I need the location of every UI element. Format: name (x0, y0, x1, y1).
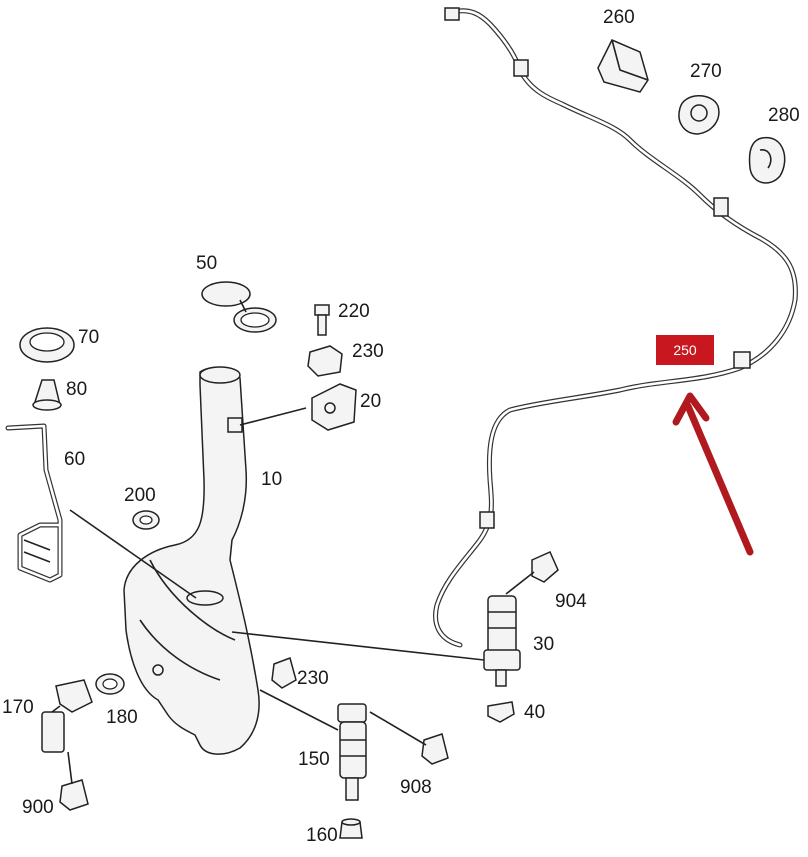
callout-908: 908 (400, 777, 432, 798)
callout-230-top: 230 (352, 341, 384, 362)
clamp-280 (748, 136, 786, 184)
washer-pump-30 (483, 595, 521, 687)
callout-160: 160 (306, 825, 338, 846)
washer-pump-150 (337, 703, 367, 801)
callout-50: 50 (196, 253, 218, 274)
highlight-tag-250: 250 (656, 335, 714, 365)
callout-270: 270 (690, 61, 722, 82)
clip-270 (678, 95, 720, 135)
connector-900 (59, 779, 89, 811)
callout-80: 80 (66, 379, 88, 400)
bracket-20 (311, 383, 357, 431)
grommet-40 (487, 701, 515, 723)
plug-160 (339, 818, 363, 839)
callout-220: 220 (338, 301, 370, 322)
plug-80 (32, 379, 62, 411)
bracket-260 (597, 39, 649, 93)
connector-904 (531, 551, 559, 583)
callout-10: 10 (261, 469, 283, 490)
callout-30: 30 (533, 634, 555, 655)
callout-230-lower: 230 (297, 668, 329, 689)
connector-908 (421, 733, 449, 765)
callout-20: 20 (360, 391, 382, 412)
callout-60: 60 (64, 449, 86, 470)
callout-40: 40 (524, 702, 546, 723)
level-sensor-170 (41, 679, 93, 753)
callout-200: 200 (124, 485, 156, 506)
callout-260: 260 (603, 7, 635, 28)
callout-70: 70 (78, 327, 100, 348)
grommet-180 (95, 673, 125, 695)
callout-180: 180 (106, 707, 138, 728)
cover-70 (19, 327, 75, 363)
filler-pipe-60 (5, 423, 63, 583)
callout-904: 904 (555, 591, 587, 612)
screw-220 (314, 304, 330, 336)
callout-900: 900 (22, 797, 54, 818)
callout-280: 280 (768, 105, 800, 126)
grommet-200 (132, 510, 160, 530)
seal-230-lower (271, 657, 297, 689)
callout-170: 170 (2, 697, 34, 718)
callout-150: 150 (298, 749, 330, 770)
leader-lines (67, 407, 535, 785)
clip-nut-230-top (307, 345, 343, 377)
filler-cap-50 (201, 281, 277, 333)
pointer-arrow (672, 392, 754, 556)
washer-reservoir-10 (123, 366, 260, 755)
washer-hose-250 (433, 7, 798, 648)
